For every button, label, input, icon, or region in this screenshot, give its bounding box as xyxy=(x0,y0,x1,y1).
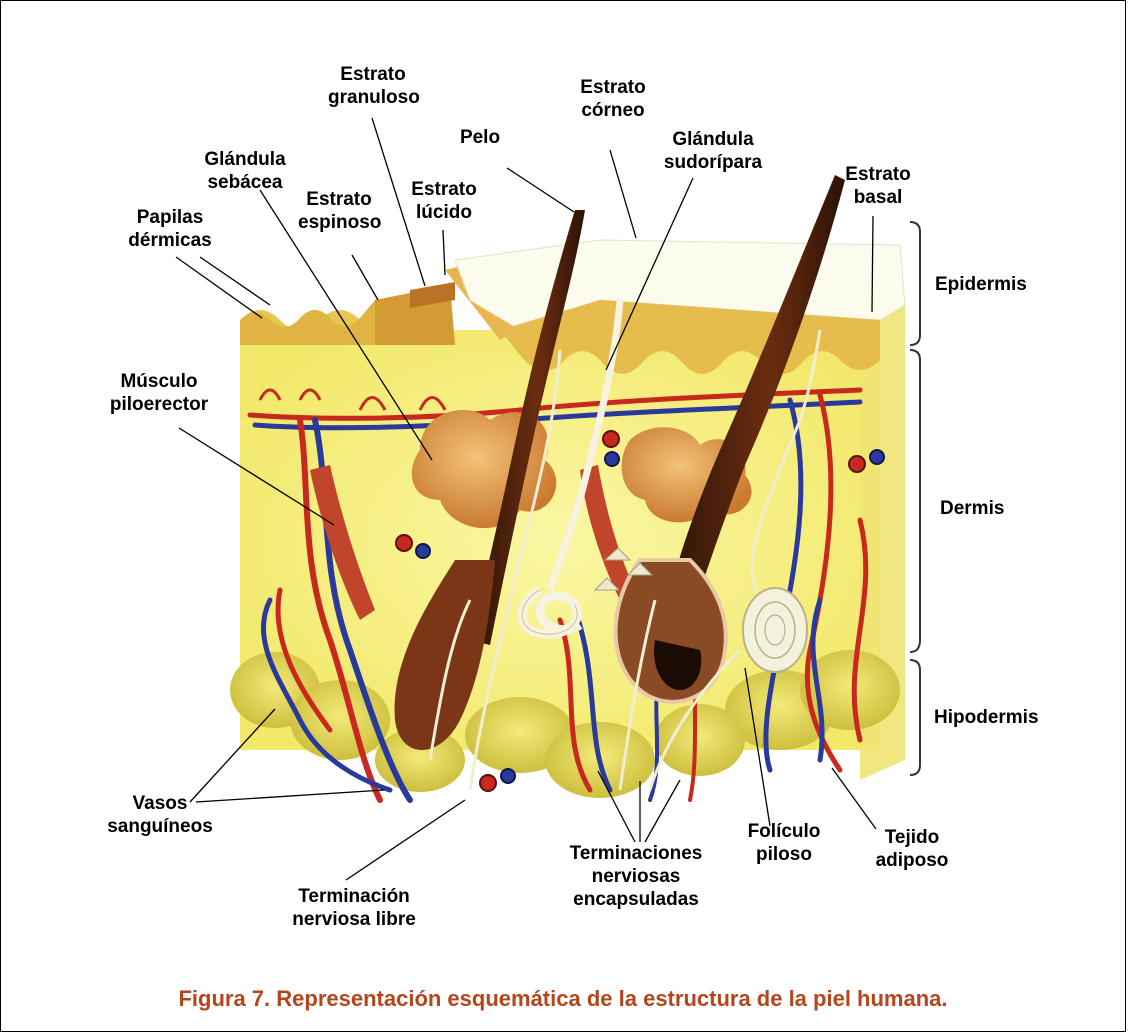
figure-caption: Figura 7. Representación esquemática de … xyxy=(0,986,1126,1012)
label-pelo: Pelo xyxy=(450,126,510,149)
label-hipodermis: Hipodermis xyxy=(934,706,1039,729)
label-dermis: Dermis xyxy=(940,497,1004,520)
layer-brackets xyxy=(910,222,920,775)
label-epidermis: Epidermis xyxy=(935,273,1027,296)
